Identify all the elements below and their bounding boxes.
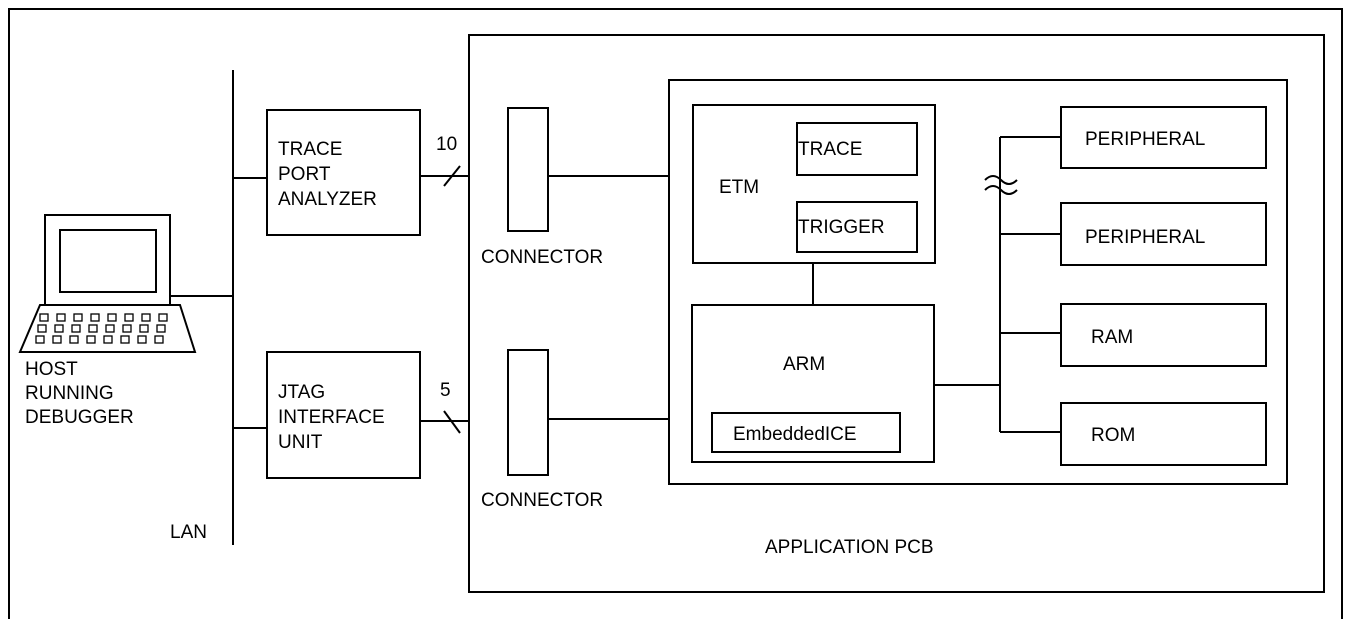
jtag-bus-width: 5 [440,380,451,401]
application-pcb-label: APPLICATION PCB [765,537,934,558]
peripheral-1-box [1060,106,1267,169]
jtag-interface-unit-box [266,351,421,479]
jtag-interface-unit-label: JTAG INTERFACE UNIT [278,382,390,453]
trace-port-analyzer-line2: PORT [278,164,331,185]
keyboard-key [88,324,98,333]
rom-box [1060,402,1267,466]
peripheral-2-box [1060,202,1267,266]
connector-bottom-label: CONNECTOR [481,490,603,511]
keyboard-key [37,324,47,333]
arm-label: ARM [783,354,825,375]
jtag-interface-unit-line2: INTERFACE [278,407,385,428]
host-label-line1: HOST [25,359,78,380]
jtag-bus-slash [443,410,461,434]
host-label-line3: DEBUGGER [25,407,134,428]
connector-top-box [507,107,549,232]
keyboard-key [156,324,166,333]
host-label-line2: RUNNING [25,383,114,404]
keyboard-key [124,313,134,322]
keyboard-key [139,324,149,333]
keyboard-key [52,335,62,344]
keyboard-keys [35,313,168,344]
keyboard-key [122,324,132,333]
lan-label: LAN [170,522,207,543]
rom-label: ROM [1091,425,1135,446]
host-label: HOST RUNNING DEBUGGER [25,359,134,428]
ram-box [1060,303,1267,367]
connector-top-label: CONNECTOR [481,247,603,268]
ram-label: RAM [1091,327,1133,348]
bus-break-symbol [984,175,1018,195]
keyboard-key [90,313,100,322]
keyboard-key [56,313,66,322]
trace-bus-slash [443,165,461,187]
trigger-block-box [796,201,918,253]
keyboard-key [35,335,45,344]
keyboard-key [141,313,151,322]
jtag-interface-unit-line3: UNIT [278,432,323,453]
keyboard-key [39,313,49,322]
keyboard-key [71,324,81,333]
jtag-interface-unit-line1: JTAG [278,382,325,403]
trace-bus-width: 10 [436,134,457,155]
keyboard-key [120,335,130,344]
keyboard-key [154,335,164,344]
trace-block-label: TRACE [798,139,862,160]
keyboard-key [54,324,64,333]
outer-frame [8,8,1343,619]
trigger-block-label: TRIGGER [798,217,885,238]
connector-bottom-box [507,349,549,476]
trace-port-analyzer-box [266,109,421,236]
trace-port-analyzer-label: TRACE PORT ANALYZER [278,139,377,210]
keyboard-key [137,335,147,344]
keyboard-key [86,335,96,344]
keyboard-key [158,313,168,322]
embeddedice-box [711,412,901,453]
trace-port-analyzer-line1: TRACE [278,139,342,160]
trace-block-box [796,122,918,176]
keyboard-key [107,313,117,322]
keyboard-key [73,313,83,322]
keyboard-key [103,335,113,344]
peripheral-1-label: PERIPHERAL [1085,129,1205,150]
keyboard-key [69,335,79,344]
embeddedice-label: EmbeddedICE [733,424,857,445]
etm-label: ETM [719,177,759,198]
trace-port-analyzer-line3: ANALYZER [278,189,377,210]
peripheral-2-label: PERIPHERAL [1085,227,1205,248]
host-computer-icon [18,214,197,353]
keyboard-key [105,324,115,333]
